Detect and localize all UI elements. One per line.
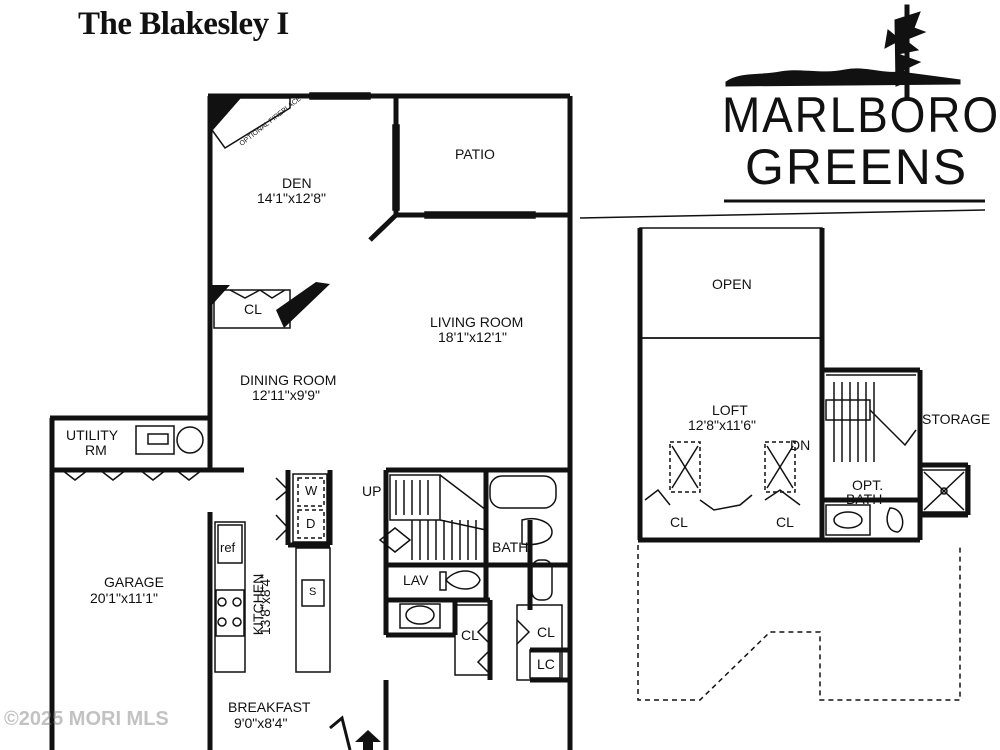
loft-details	[639, 227, 967, 536]
hall-closets	[454, 604, 563, 681]
washer-dryer	[275, 473, 328, 543]
dining-room-dimensions: 12'11"x9'9"	[252, 387, 320, 403]
utility-label-2: RM	[85, 442, 107, 458]
logo-line-2: GREENS	[745, 139, 969, 195]
stairs-down-label: DN	[790, 437, 811, 453]
garage-dimensions: 20'1"x11'1"	[90, 590, 158, 606]
loft-label: LOFT	[712, 402, 748, 418]
garage-label: GARAGE	[104, 574, 164, 590]
stairs-first-floor	[378, 474, 487, 560]
logo-line-1: MARLBORO	[722, 87, 1000, 143]
washer-label: W	[305, 483, 318, 498]
logo-divider	[579, 209, 986, 219]
utility-appliances	[61, 425, 204, 481]
loft-walls	[637, 228, 971, 543]
windows	[309, 92, 536, 219]
logo-tree-icon	[725, 4, 961, 98]
roof-outline	[637, 545, 961, 701]
refrigerator-label: ref	[220, 540, 236, 555]
opt-bath-label-1: OPT.	[852, 477, 884, 493]
den-closet-label: CL	[244, 301, 262, 317]
stairs-up-label: UP	[362, 483, 382, 499]
storage-label: STORAGE	[922, 411, 991, 427]
linen-closet-label: LC	[537, 656, 555, 672]
entry-arrow-icon	[329, 715, 381, 750]
watermark: ©2025 MORI MLS	[4, 708, 169, 730]
living-room-dimensions: 18'1"x12'1"	[438, 329, 508, 345]
den-closet	[213, 289, 291, 329]
bath-label: BATH	[492, 539, 529, 555]
floorplan-title: The Blakesley I	[78, 6, 289, 42]
hall-closet-label: CL	[461, 627, 479, 643]
loft-dimensions: 12'8"x11'6"	[688, 417, 756, 433]
patio-label: PATIO	[455, 146, 495, 162]
living-room-label: LIVING ROOM	[430, 314, 524, 330]
fireplace-icon	[211, 97, 291, 150]
sink-label: S	[309, 586, 317, 598]
kitchen-dimensions: 13'8"x8'4"	[257, 573, 274, 636]
open-label: OPEN	[712, 276, 752, 292]
breakfast-label: BREAKFAST	[228, 699, 311, 715]
opt-bath-label-2: BATH	[846, 491, 883, 507]
dryer-label: D	[306, 516, 316, 531]
loft-closet-label-1: CL	[670, 514, 688, 530]
utility-label-1: UTILITY	[66, 427, 119, 443]
lav-label: LAV	[403, 572, 429, 588]
loft-closet-label-2: CL	[776, 514, 794, 530]
den-dimensions: 14'1"x12'8"	[257, 190, 327, 206]
bath-closet-label: CL	[537, 624, 555, 640]
den-label: DEN	[282, 175, 312, 191]
kitchen-fixtures	[214, 521, 331, 673]
dining-room-label: DINING ROOM	[240, 372, 337, 388]
breakfast-dimensions: 9'0"x8'4"	[234, 715, 288, 731]
bath-fixtures	[399, 475, 557, 629]
